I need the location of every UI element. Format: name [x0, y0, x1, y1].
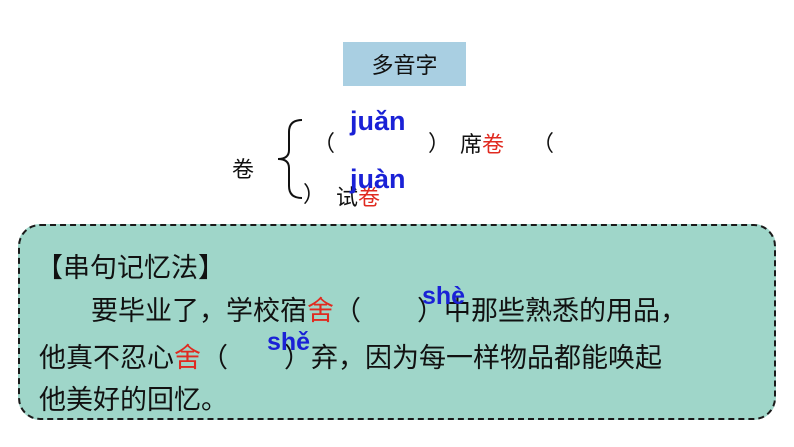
- line1-trailing-paren: （: [532, 132, 555, 157]
- row1-highlight: 舍: [307, 296, 334, 327]
- line2-paren: ）: [303, 183, 326, 208]
- row2-open-paren: （: [201, 343, 228, 374]
- memory-row1: 要毕业了，学校宿舍（ ）中那些熟悉的用品，: [91, 289, 687, 328]
- memory-heading: 【串句记忆法】: [36, 253, 225, 284]
- line2-word-prefix: 试: [336, 186, 359, 211]
- memory-row2: 他真不忍心舍（ ）弃，因为每一样物品都能唤起: [39, 336, 662, 375]
- row2-after: ）弃，因为每一样物品都能唤起: [284, 343, 662, 374]
- line1-word: 席卷: [460, 127, 504, 159]
- line1-open-paren: （: [313, 132, 336, 157]
- page-title: 多音字: [371, 54, 438, 79]
- row2-before: 他真不忍心: [39, 343, 174, 374]
- line1-word-highlight: 卷: [482, 133, 505, 158]
- row1-before: 要毕业了，学校宿: [91, 296, 307, 327]
- line2-pinyin: juàn: [350, 164, 406, 194]
- memory-panel: [18, 224, 776, 420]
- line1-close-paren: ）: [428, 132, 451, 157]
- line1-word-prefix: 席: [460, 133, 483, 158]
- curly-brace-icon: [277, 119, 303, 199]
- row2-highlight: 舍: [174, 343, 201, 374]
- memory-row3: 他美好的回忆。: [39, 385, 228, 416]
- row1-after: ）中那些熟悉的用品，: [417, 296, 687, 327]
- main-character: 卷: [232, 158, 255, 183]
- row1-pinyin: shè: [422, 282, 466, 310]
- row1-open-paren: （: [334, 296, 361, 327]
- row2-pinyin: shě: [267, 328, 311, 356]
- title-box: 多音字: [343, 42, 466, 86]
- line2-word-highlight: 卷: [358, 186, 381, 211]
- line1-pinyin: juǎn: [350, 106, 406, 136]
- line2-word: 试卷: [336, 180, 380, 212]
